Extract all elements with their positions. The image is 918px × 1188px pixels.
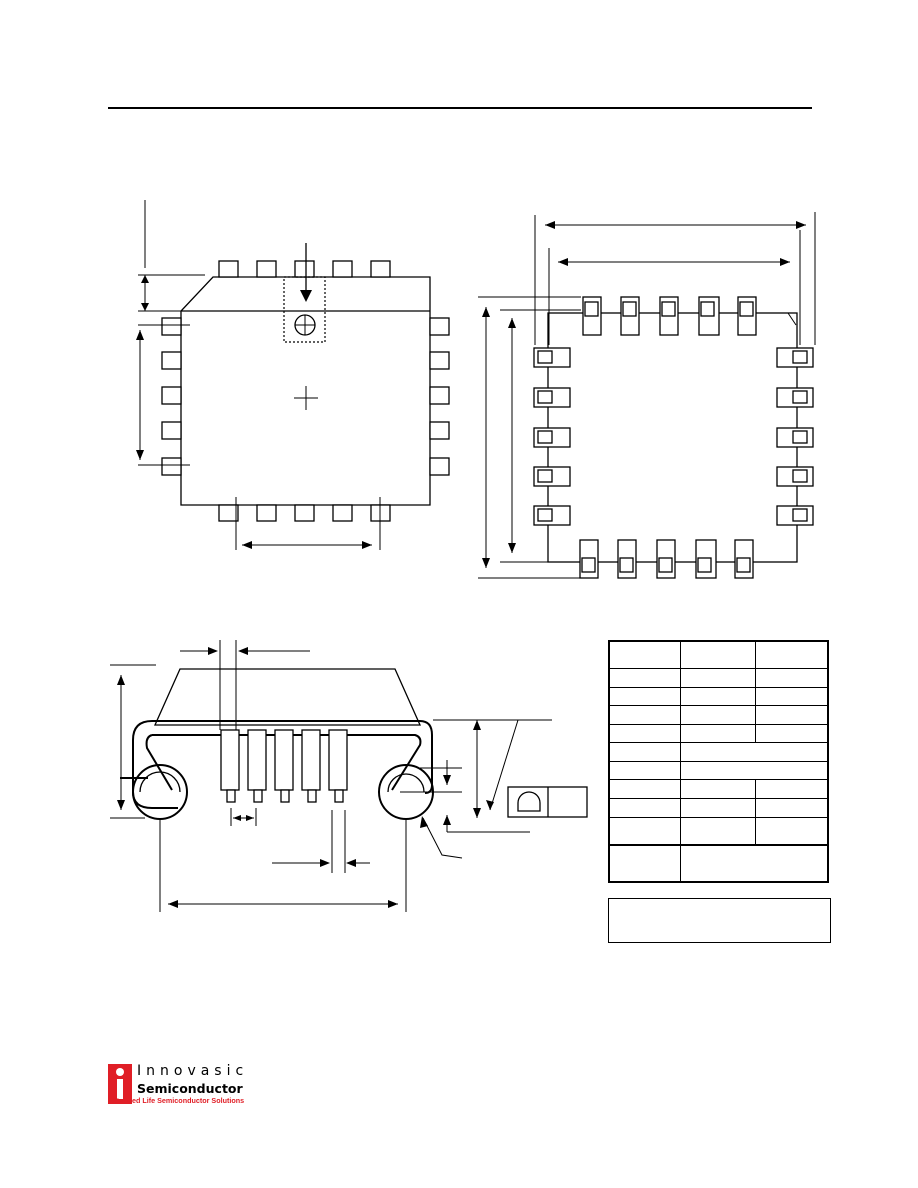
lead-right [429, 351, 450, 370]
table-row [608, 798, 829, 818]
j-lead-left [132, 764, 188, 820]
table-cell [755, 640, 829, 670]
lead-left [161, 317, 182, 336]
table-row [608, 779, 829, 800]
lead-right [429, 317, 450, 336]
table-row [608, 705, 829, 725]
logo-company-sub: Semiconductor [137, 1081, 243, 1096]
table-cell [755, 798, 829, 818]
table-cell [608, 779, 681, 800]
lead-right [429, 457, 450, 476]
pads-bottom [579, 539, 754, 579]
table-cell [680, 779, 756, 800]
table-cell [608, 705, 681, 725]
table-cell [680, 640, 756, 670]
footprint-outline [547, 312, 798, 563]
table-row [608, 640, 829, 670]
table-cell [608, 723, 681, 744]
table-cell [680, 798, 756, 818]
pads-top [582, 296, 757, 336]
table-cell [755, 686, 829, 707]
table-cell [608, 742, 681, 762]
table-row [608, 816, 829, 846]
lead-bottom [218, 504, 239, 522]
logo-tagline: Extended Life Semiconductor Solutions [108, 1096, 245, 1105]
table-cell [608, 798, 681, 818]
lead-left [161, 386, 182, 405]
table-cell [755, 816, 829, 846]
lead-top [256, 260, 277, 278]
lead-bottom [294, 504, 315, 522]
pin1-area [283, 276, 326, 343]
table-cell [608, 844, 681, 883]
table-row [608, 844, 829, 883]
company-logo: Innovasic Semiconductor Extended Life Se… [108, 1063, 258, 1108]
table-cell [680, 742, 829, 762]
table-cell [680, 760, 829, 781]
logo-company-name: Innovasic [137, 1063, 249, 1079]
pads-right [776, 347, 814, 526]
lead-right [429, 386, 450, 405]
table-cell [608, 760, 681, 781]
table-cell [608, 686, 681, 707]
top-view [136, 200, 450, 550]
table-row [608, 742, 829, 762]
dimension-table [608, 640, 829, 883]
table-cell [680, 844, 829, 883]
side-body-top [153, 668, 422, 726]
logo-i-icon [108, 1064, 132, 1104]
table-row [608, 723, 829, 744]
side-view [110, 640, 588, 912]
table-cell [755, 723, 829, 744]
table-cell [608, 668, 681, 688]
lead-top [294, 260, 315, 278]
lead-top [370, 260, 391, 278]
table-cell [680, 668, 756, 688]
table-cell [680, 816, 756, 846]
pads-left [533, 347, 571, 526]
table-cell [680, 705, 756, 725]
lead-left [161, 457, 182, 476]
table-cell [608, 640, 681, 670]
lead-bottom [256, 504, 277, 522]
table-row [608, 668, 829, 688]
lead-left [161, 421, 182, 440]
footprint-view [478, 212, 816, 579]
table-cell [755, 705, 829, 725]
header-rule [108, 107, 812, 109]
table-cell [608, 816, 681, 846]
lead-left [161, 351, 182, 370]
table-cell [755, 779, 829, 800]
table-cell [680, 686, 756, 707]
lead-right [429, 421, 450, 440]
table-cell [680, 723, 756, 744]
lead-top [332, 260, 353, 278]
table-row [608, 760, 829, 781]
table-cell [755, 668, 829, 688]
lead-top [218, 260, 239, 278]
lead-bottom [332, 504, 353, 522]
note-box [608, 898, 831, 943]
table-row [608, 686, 829, 707]
